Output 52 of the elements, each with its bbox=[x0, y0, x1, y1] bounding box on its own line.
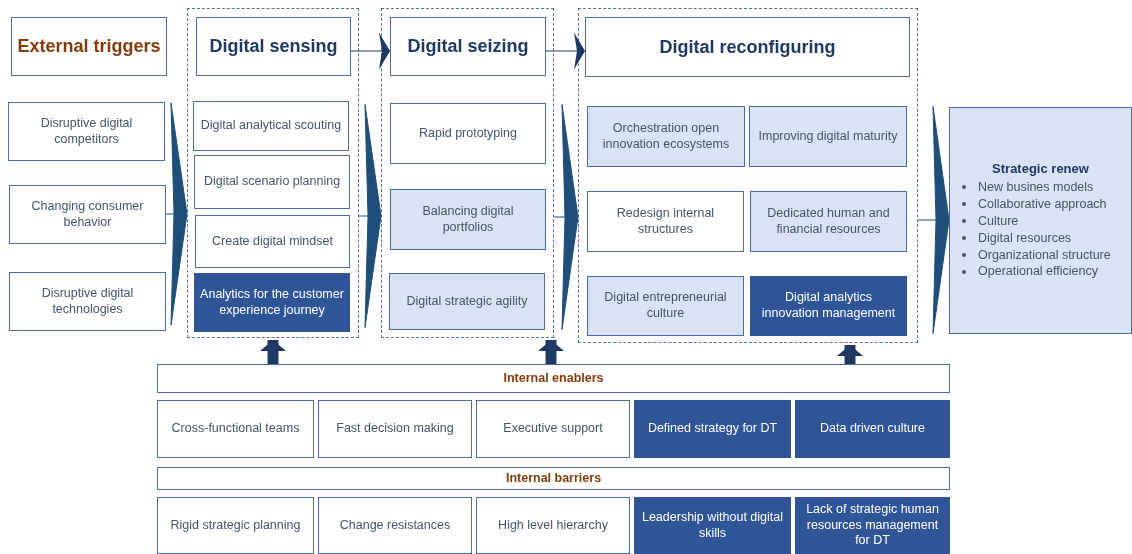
heading-box: Digital sensing bbox=[196, 17, 351, 76]
item-box: Orchestration open innovation ecosystems bbox=[587, 106, 745, 167]
item-box: Lack of strategic human resources management for DT bbox=[795, 497, 950, 554]
item-box: Changing consumer behavior bbox=[9, 185, 166, 244]
heading-box: Digital reconfiguring bbox=[585, 17, 910, 77]
block-arrow bbox=[837, 345, 863, 364]
item-box: Digital strategic agility bbox=[389, 273, 545, 330]
item-box: Digital entrepreneurial culture bbox=[587, 276, 744, 336]
item-box: Digital scenario planning bbox=[194, 155, 350, 209]
heading-box: Digital seizing bbox=[390, 17, 546, 76]
item-box: Change resistances bbox=[318, 497, 472, 554]
band-box: Internal barriers bbox=[157, 467, 950, 490]
item-box: Defined strategy for DT bbox=[634, 400, 791, 458]
item-box: Executive support bbox=[476, 400, 630, 458]
block-arrow bbox=[260, 340, 286, 364]
item-box: Redesign internal structures bbox=[587, 191, 744, 252]
item-box: Analytics for the customer experience journey bbox=[194, 273, 350, 332]
chevron-arrow bbox=[350, 32, 391, 70]
item-box: Improving digital maturity bbox=[749, 106, 907, 167]
dashed-group-frame bbox=[187, 8, 359, 338]
chevron-arrow bbox=[165, 102, 188, 326]
bullet-text: New busines models bbox=[978, 179, 1094, 196]
item-box: Digital analytical scouting bbox=[193, 101, 349, 151]
band-box: Internal enablers bbox=[157, 364, 950, 393]
bullet-text: Digital resources bbox=[978, 229, 1072, 247]
dashed-group-frame bbox=[578, 8, 918, 343]
dashed-group-frame bbox=[381, 8, 554, 338]
bullet-text: Collaborative approach bbox=[978, 195, 1107, 213]
chevron-arrow bbox=[358, 104, 382, 328]
item-box: Rapid prototyping bbox=[390, 103, 546, 164]
chevron-arrow bbox=[553, 104, 579, 330]
heading-box: External triggers bbox=[11, 17, 167, 76]
item-box: Disruptive digital competitors bbox=[8, 102, 165, 161]
outcome-box bbox=[949, 107, 1132, 334]
bullet-text: Operational efficiency bbox=[978, 263, 1098, 281]
item-box: Disruptive digital technologies bbox=[9, 272, 166, 331]
chevron-arrow bbox=[917, 106, 950, 334]
item-box: Fast decision making bbox=[318, 400, 472, 458]
item-box: Balancing digital portfolios bbox=[390, 189, 546, 250]
item-box: Digital analytics innovation management bbox=[750, 276, 907, 336]
item-box: Cross-functional teams bbox=[157, 400, 314, 458]
item-box: Rigid strategic planning bbox=[157, 497, 314, 554]
block-arrow bbox=[538, 340, 564, 364]
chevron-arrow bbox=[545, 32, 586, 70]
item-box: Data driven culture bbox=[795, 400, 950, 458]
item-box: Dedicated human and financial resources bbox=[750, 191, 907, 252]
item-box: Leadership without digital skills bbox=[634, 497, 791, 554]
bullet-text: Culture bbox=[978, 212, 1019, 230]
bullet-text: Organizational structure bbox=[978, 246, 1111, 264]
item-box: Create digital mindset bbox=[195, 215, 350, 268]
outcome-heading: Strategic renew bbox=[992, 160, 1089, 177]
item-box: High level hierarchy bbox=[476, 497, 630, 554]
